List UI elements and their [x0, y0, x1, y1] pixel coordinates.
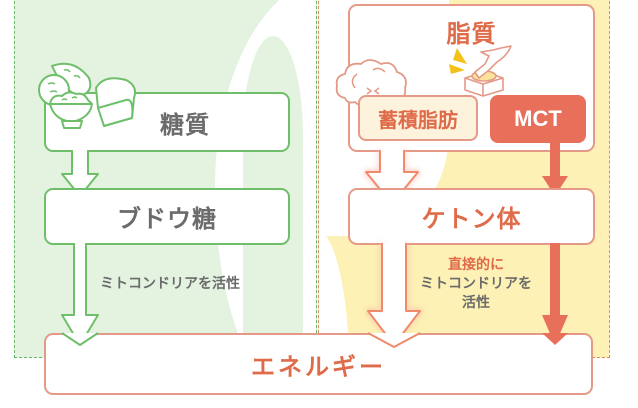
mct-to-ketone-arrow	[542, 142, 568, 196]
mct-label: MCT	[514, 106, 562, 131]
ketone-direct-energy-arrow	[542, 243, 568, 345]
glucose-label: ブドウ糖	[117, 205, 217, 233]
fat-note-line2: ミトコンドリアを	[420, 276, 532, 292]
energy-box: エネルギー	[44, 333, 593, 395]
glucose-arrow-tip	[61, 332, 99, 346]
mct-tag: MCT	[490, 95, 586, 143]
ketone-box: ケトン体	[348, 188, 595, 245]
fat-source-label: 脂質	[446, 20, 497, 48]
glucose-to-energy-arrow	[61, 243, 99, 346]
fat-note-line3: 活性	[462, 295, 490, 311]
fat-note-accent: 直接的に	[448, 257, 504, 273]
mct-button-press-icon	[449, 45, 512, 97]
fat-note: 直接的に ミトコンドリアを 活性	[418, 256, 534, 313]
carb-source-label: 糖質	[160, 110, 210, 139]
stored-fat-label: 蓄積脂肪	[378, 107, 458, 132]
ketone-label: ケトン体	[421, 205, 522, 233]
carb-note: ミトコンドリアを活性	[100, 276, 240, 292]
rice-bread-potato-icon	[38, 62, 136, 129]
glucose-box: ブドウ糖	[44, 188, 290, 245]
energy-label: エネルギー	[251, 352, 386, 381]
stored-fat-tag: 蓄積脂肪	[358, 95, 478, 141]
ketone-arrow-tip	[367, 332, 421, 348]
mct-arrow-tip	[542, 333, 568, 345]
carb-panel	[14, 0, 317, 358]
